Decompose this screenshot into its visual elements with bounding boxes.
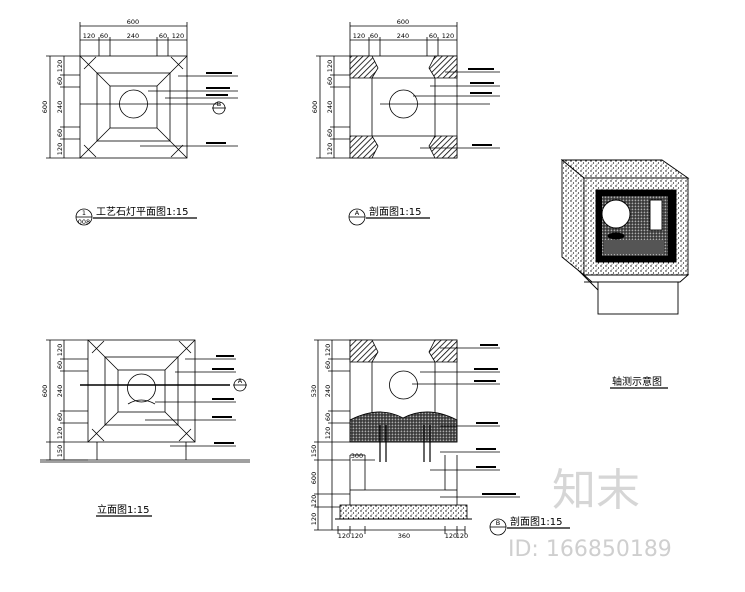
section-b-caption: B 剖面图1:15: [489, 515, 570, 536]
elev-side-4: 60: [56, 413, 64, 421]
sec-b-side-total: 530: [310, 385, 318, 397]
elev-caption-text: 立面图1:15: [97, 503, 149, 516]
plan-dim-5: 120: [172, 32, 184, 40]
sec-b-side-6: 150: [310, 445, 318, 457]
section-a-caption: A 剖面图1:15: [348, 205, 430, 226]
plan-dim-2: 60: [100, 32, 108, 40]
watermark: 知末 ID: 166850189: [508, 465, 672, 562]
sec-a-caption-text: 剖面图1:15: [369, 205, 421, 218]
elevation-dim-labels: 600 120 60 240 60 120 150 A: [41, 344, 243, 457]
elevation-caption: 立面图1:15: [96, 503, 152, 517]
sec-b-side-2: 60: [324, 361, 332, 369]
axonometric-caption: 轴测示意图: [610, 375, 668, 389]
plan-side-total: 600: [41, 101, 49, 113]
sec-a-caption-letter: A: [355, 209, 360, 217]
sec-b-side-8: 120: [310, 495, 318, 507]
elev-side-5: 120: [56, 427, 64, 439]
sec-a-side-5: 120: [326, 143, 334, 155]
section-a-view: [316, 22, 500, 159]
elev-side-3: 240: [56, 385, 64, 397]
sec-a-side-3: 240: [326, 101, 334, 113]
sec-b-bottom-1: 120: [338, 532, 350, 540]
sec-a-dim-total: 600: [397, 18, 409, 26]
sec-a-side-total: 600: [311, 101, 319, 113]
elev-marker-letter: A: [238, 377, 243, 385]
sec-b-caption-letter: B: [496, 519, 500, 527]
watermark-id: ID: 166850189: [508, 537, 672, 562]
plan-side-1: 120: [56, 60, 64, 72]
plan-caption: 1 008 工艺石灯平面图1:15: [75, 206, 197, 226]
plan-dim-1: 120: [83, 32, 95, 40]
elev-side-2: 60: [56, 361, 64, 369]
plan-dim-3: 240: [127, 32, 139, 40]
section-b-view: [314, 339, 520, 534]
sec-b-side-5: 120: [324, 427, 332, 439]
section-b-dim-labels: 530 120 60 240 60 120 150 600 120 120 12…: [310, 344, 468, 540]
watermark-logo: 知末: [552, 465, 640, 516]
sec-b-caption-text: 剖面图1:15: [510, 515, 562, 528]
elev-side-total: 600: [41, 385, 49, 397]
sec-a-dim-4: 60: [429, 32, 437, 40]
sec-b-side-1: 120: [324, 344, 332, 356]
plan-side-2: 60: [56, 77, 64, 85]
plan-side-5: 120: [56, 143, 64, 155]
plan-side-4: 60: [56, 129, 64, 137]
sec-b-side-3: 240: [324, 385, 332, 397]
sec-b-mid-dim: 300: [351, 452, 363, 460]
plan-view: [46, 22, 238, 159]
sec-b-bottom-4: 120: [445, 532, 457, 540]
section-a-dim-labels: 600 120 60 240 60 120 600 120 60 240 60 …: [311, 18, 454, 155]
sec-a-dim-1: 120: [353, 32, 365, 40]
sec-b-bottom-3: 360: [398, 532, 410, 540]
sec-b-bottom-2: 120: [351, 532, 363, 540]
plan-side-3: 240: [56, 101, 64, 113]
elev-side-1: 120: [56, 344, 64, 356]
sec-a-side-2: 60: [326, 77, 334, 85]
elevation-view: [40, 339, 250, 463]
plan-dim-labels: 600 120 60 240 60 120 600 120 60 240 60 …: [41, 18, 221, 155]
plan-marker-letter: B: [217, 100, 221, 108]
plan-dim-4: 60: [159, 32, 167, 40]
sec-a-dim-3: 240: [397, 32, 409, 40]
sec-a-side-4: 60: [326, 129, 334, 137]
plan-caption-text: 工艺石灯平面图1:15: [96, 206, 188, 218]
plan-caption-index-top: 1: [82, 209, 86, 217]
sec-a-side-1: 120: [326, 60, 334, 72]
sec-a-dim-5: 120: [442, 32, 454, 40]
plan-caption-index-bottom: 008: [78, 218, 90, 226]
sec-b-side-7: 600: [310, 472, 318, 484]
sec-b-side-4: 60: [324, 413, 332, 421]
elev-side-6: 150: [56, 445, 64, 457]
axonometric-view: [560, 159, 690, 315]
sec-b-side-9: 120: [310, 513, 318, 525]
plan-dim-total: 600: [127, 18, 139, 26]
sec-b-bottom-5: 120: [456, 532, 468, 540]
axo-caption-text: 轴测示意图: [612, 375, 662, 388]
sec-a-dim-2: 60: [370, 32, 378, 40]
